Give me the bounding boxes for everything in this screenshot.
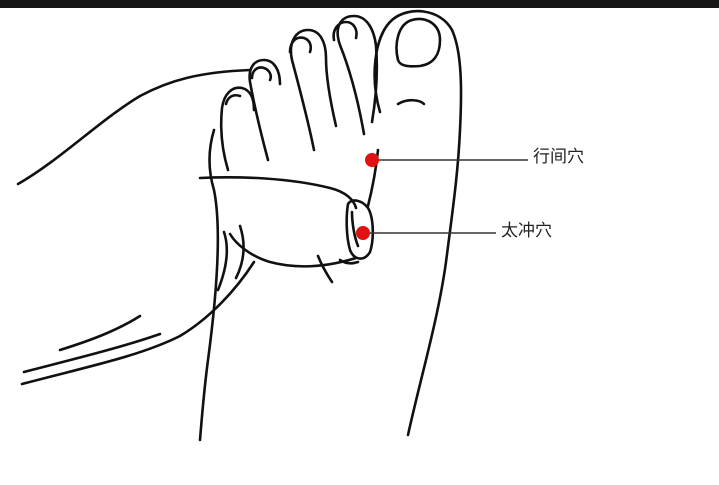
hand-outline bbox=[16, 68, 375, 386]
top-dark-band bbox=[0, 0, 719, 8]
foot-outline bbox=[198, 9, 463, 442]
xingjian-point-marker bbox=[365, 153, 379, 167]
xingjian-point-label: 行间穴 bbox=[533, 147, 584, 167]
taichong-point-label: 太冲穴 bbox=[501, 221, 552, 241]
taichong-point-marker bbox=[356, 226, 370, 240]
